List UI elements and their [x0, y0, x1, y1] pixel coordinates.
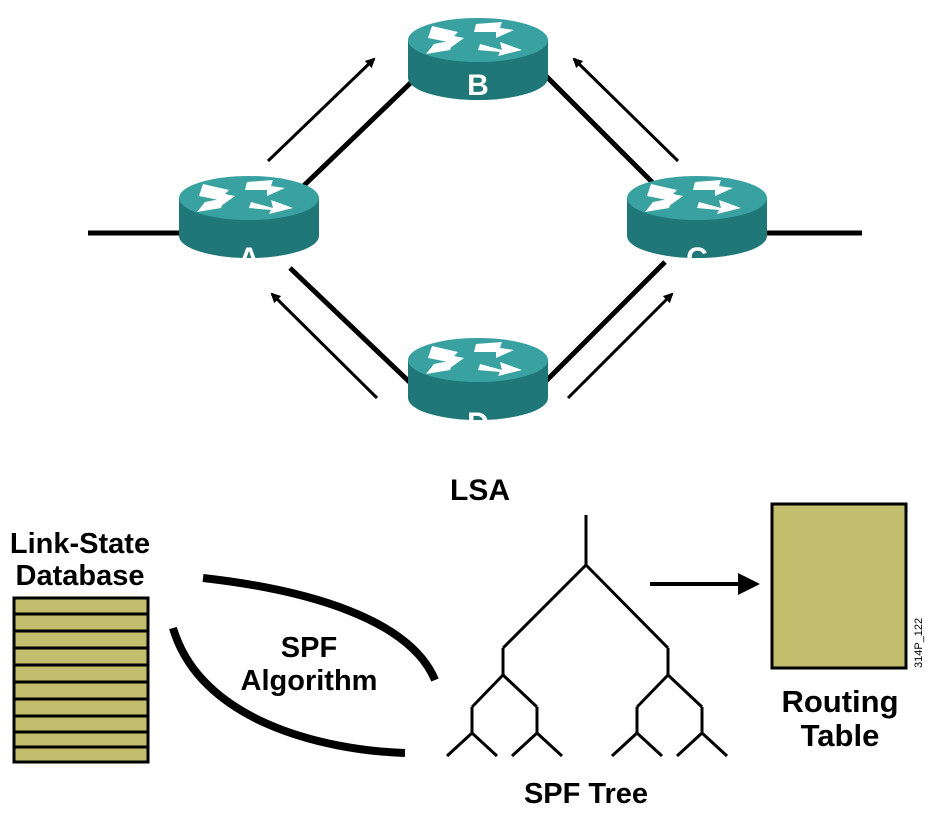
router-b: B [408, 18, 548, 102]
link-a-b [291, 68, 426, 198]
database-title-line1: Link-State [10, 528, 150, 560]
lsa-label: LSA [450, 474, 510, 507]
router-a: A [179, 176, 319, 275]
routing-title-line1: Routing [781, 684, 898, 719]
router-d: D [408, 338, 548, 440]
spf-algorithm-curves [169, 574, 439, 757]
router-label: C [686, 242, 708, 275]
lsa-arrow-a-to-b [266, 57, 376, 163]
figure-code: 314P_122 [913, 618, 925, 668]
lsa-arrows [266, 57, 680, 400]
router-label: D [467, 407, 489, 440]
router-icon [408, 338, 548, 420]
database-stack-icon [12, 596, 150, 764]
lsa-arrow-d-to-c [566, 292, 674, 400]
router-label: B [467, 69, 489, 102]
algorithm-title-line1: SPF [281, 632, 337, 664]
router-c: C [627, 176, 767, 275]
lsa-arrow-d-to-a [270, 292, 379, 400]
database-title-line2: Database [16, 560, 145, 592]
algorithm-curve-top [202, 574, 439, 682]
routing-table-icon [770, 502, 908, 670]
spf-tree-icon [445, 515, 729, 758]
algorithm-title-line2: Algorithm [241, 665, 378, 697]
router-icon [179, 176, 319, 258]
link-a-d [288, 266, 422, 394]
tree-title: SPF Tree [524, 778, 648, 810]
router-icon [408, 18, 548, 100]
network-links [88, 68, 862, 394]
lsa-arrow-c-to-b [572, 57, 680, 163]
link-d-c [543, 260, 667, 384]
algorithm-curve-bottom [169, 626, 406, 757]
router-label: A [238, 242, 260, 275]
router-icon [627, 176, 767, 258]
routing-title-line2: Table [801, 718, 880, 753]
link-b-c [538, 68, 662, 192]
